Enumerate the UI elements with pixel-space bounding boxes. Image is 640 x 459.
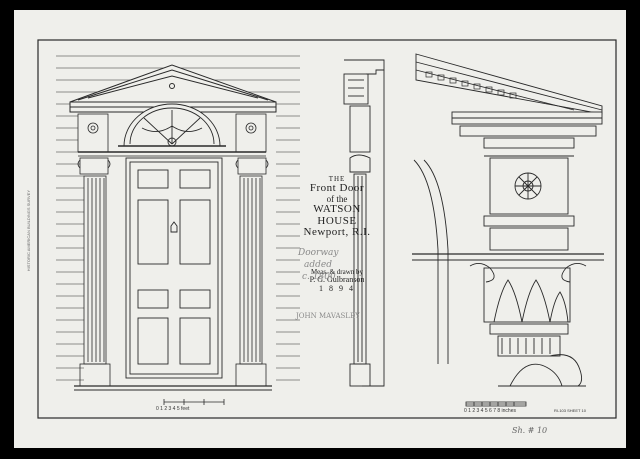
scale-bar-left [163, 399, 225, 405]
side-section [343, 59, 385, 387]
title-line-1: Front Door [309, 182, 365, 195]
title-line-4: HOUSE [317, 214, 357, 227]
arch-detail [412, 159, 604, 364]
six-panel-door [74, 157, 272, 391]
credit-line-1: Meas. & drawn by [310, 267, 364, 276]
scale-label-left: 0 1 2 3 4 5 feet [156, 406, 190, 412]
title-line-2: of the [326, 193, 348, 204]
entablature-blocks [77, 113, 267, 157]
cornice-detail [415, 53, 603, 157]
handwritten-note-3: c. 1800 [302, 272, 336, 282]
handwritten-note-4: JOHN MAVASLEY [296, 312, 360, 320]
title-the: THE [328, 175, 346, 183]
scale-label-right: 0 1 2 3 4 5 6 7 8 inches [464, 408, 516, 414]
credit-line-2: P. G. Gulbranson [309, 275, 365, 285]
title-line-5: Newport, R.I. [303, 226, 371, 239]
drawing-sheet: THE Front Door of the WATSON HOUSE Newpo… [14, 10, 626, 448]
corinthian-capital [469, 263, 587, 387]
drawing-year: 1 8 9 4 [319, 283, 355, 293]
handwritten-corner: Sh. # 10 [512, 426, 548, 435]
scale-bar-right [465, 401, 527, 407]
margin-text: HISTORIC AMERICAN BUILDINGS SURVEY [26, 190, 31, 272]
corner-stamp: RI-103 SHEET 10 [554, 408, 586, 413]
title-line-3: WATSON [313, 203, 361, 216]
handwritten-note-1: Doorway [298, 248, 339, 258]
handwritten-note-2: added [304, 260, 332, 270]
fanlight [118, 103, 226, 147]
architectural-drawing [37, 39, 617, 419]
title-block: THE Front Door of the WATSON HOUSE Newpo… [292, 175, 382, 293]
left-pilaster [77, 157, 111, 387]
right-pilaster [235, 157, 269, 387]
rosette-block [483, 157, 575, 251]
